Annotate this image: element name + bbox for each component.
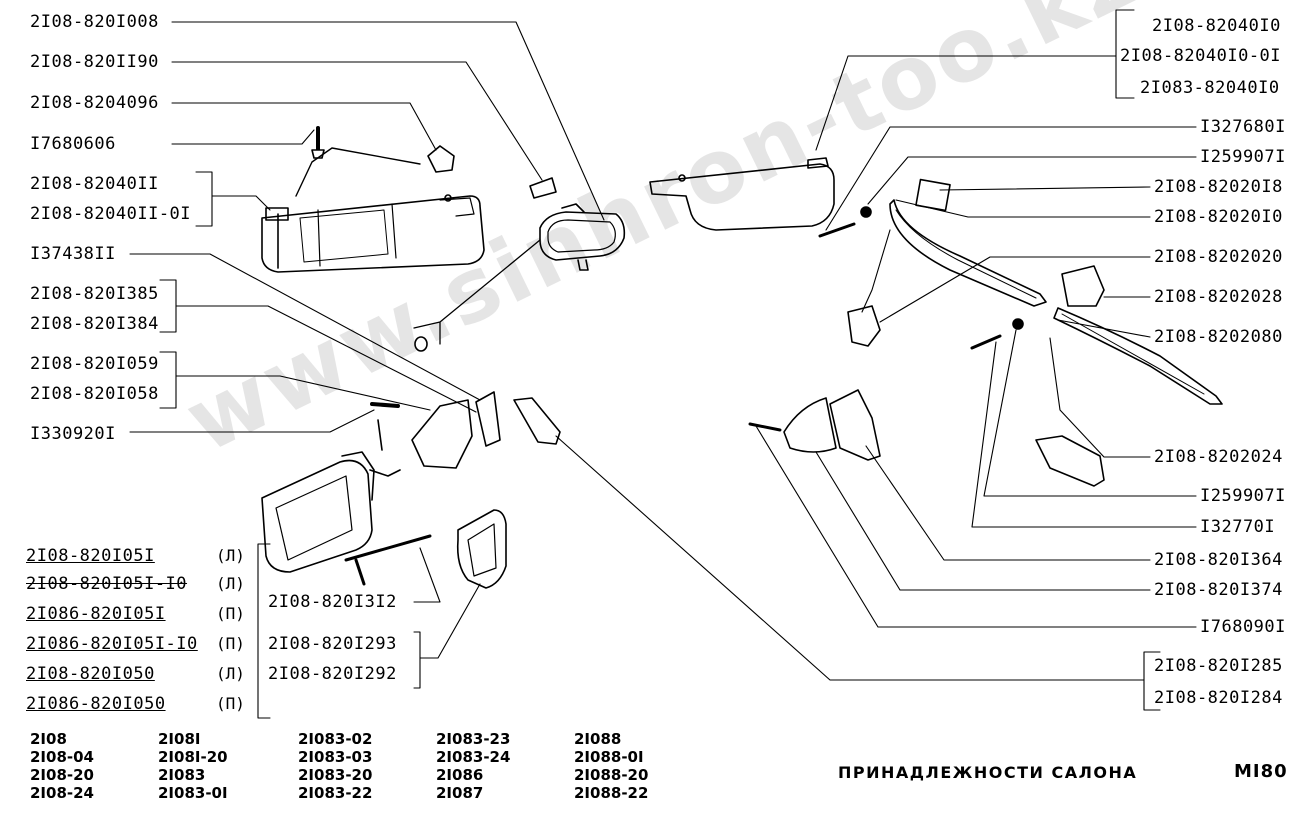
model: 2I08I-20 [158,748,228,766]
part-label-2108-8201059: 2I08-820I059 [30,354,159,374]
model: 2I08 [30,730,67,748]
part-label-2108-8201364: 2I08-820I364 [1154,550,1283,570]
side-right-1: (П) [216,604,245,623]
right-sun-visor [649,157,835,231]
handle-screw [970,334,1002,350]
page-title: ПРИНАДЛЕЖНОСТИ САЛОНА [838,763,1138,782]
mirror-seal-ring [414,336,428,352]
part-label-2108-8201050: 2I08-820I050 [26,664,155,684]
model: 2I08-20 [30,766,94,784]
nut-upper [860,206,872,218]
model: 2I083-0I [158,784,228,802]
part-label-2108-8201292: 2I08-820I292 [268,664,397,684]
right-visor-screw [818,222,856,238]
part-label-2108-8202028: 2I08-8202028 [1154,287,1283,307]
part-label-2108-8204010: 2I08-82040I0 [1152,16,1281,36]
model: 2I083-24 [436,748,511,766]
part-label-2108-8202018: 2I08-82020I8 [1154,177,1283,197]
part-label-17680901: I768090I [1200,617,1286,637]
model: 2I088-22 [574,784,649,802]
models-column-2: 2I08I 2I08I-20 2I083 2I083-0I [158,730,228,802]
side-right-3: (П) [216,694,245,713]
part-label-13743811: I37438II [30,244,116,264]
part-label-2108-8201374: 2I08-820I374 [1154,580,1283,600]
left-sun-visor [261,194,485,273]
models-column-4: 2I083-23 2I083-24 2I086 2I087 [436,730,510,802]
model: 2I083 [158,766,206,784]
part-label-2108-8204010-01: 2I08-82040I0-0I [1120,46,1282,66]
model: 2I088-20 [574,766,649,784]
grab-handle-rear [1035,307,1223,487]
part-label-2108-8204011-01: 2I08-82040II-0I [30,204,192,224]
side-left-3: (Л) [216,664,245,683]
exterior-mirror [261,451,432,586]
part-label-21083-8204010: 2I083-82040I0 [1140,78,1280,98]
side-right-2: (П) [216,634,245,653]
mirror-inner-cover [783,397,837,453]
part-label-2108-8201058: 2I08-820I058 [30,384,159,404]
model: 2I083-03 [298,748,373,766]
model: 2I083-20 [298,766,373,784]
part-label-21086-8201050: 2I086-820I050 [26,694,166,714]
page-number: MI80 [1234,761,1288,782]
part-label-2108-8201284: 2I08-820I284 [1154,688,1283,708]
part-label-21086-8201051-10: 2I086-820I05I-I0 [26,634,198,654]
interior-rear-view-mirror [539,203,626,271]
part-label-2108-8201008: 2I08-820I008 [30,12,159,32]
models-column-5: 2I088 2I088-0I 2I088-20 2I088-22 [574,730,648,802]
part-label-2108-8204096: 2I08-8204096 [30,93,159,113]
part-label-17680606: I7680606 [30,134,116,154]
part-label-13276801: I327680I [1200,117,1286,137]
exterior-mirror-cover [456,509,507,589]
part-label-2108-8201190: 2I08-820II90 [30,52,159,72]
model: 2I083-23 [436,730,511,748]
nut-lower [1012,318,1024,330]
mirror-inner-bracket [829,389,881,461]
model: 2I08-04 [30,748,94,766]
part-label-12599071-upper: I259907I [1200,147,1286,167]
part-label-2108-8202010: 2I08-82020I0 [1154,207,1283,227]
part-label-2108-8201293: 2I08-820I293 [268,634,397,654]
model: 2I088-0I [574,748,644,766]
part-label-2108-8202020: 2I08-8202020 [1154,247,1283,267]
model: 2I083-22 [298,784,373,802]
model: 2I088 [574,730,622,748]
model: 2I087 [436,784,484,802]
part-label-2108-8201385: 2I08-820I385 [30,284,159,304]
part-label-2108-8204011: 2I08-82040II [30,174,159,194]
models-column-1: 2I08 2I08-04 2I08-20 2I08-24 [30,730,94,802]
rear-view-mirror-pad [529,177,557,199]
part-label-12599071-lower: I259907I [1200,486,1286,506]
part-label-2108-8201051-10: 2I08-820I05I-I0 [26,574,188,594]
part-label-2108-8202080: 2I08-8202080 [1154,327,1283,347]
part-label-2108-8201051: 2I08-820I05I [26,546,155,566]
part-label-2108-8202024: 2I08-8202024 [1154,447,1283,467]
model: 2I083-02 [298,730,373,748]
visor-clip-left [427,145,455,173]
part-label-2108-8201312: 2I08-820I3I2 [268,592,397,612]
exterior-mirror-mount [370,391,561,469]
model: 2I08-24 [30,784,94,802]
grab-handle-front [847,178,1105,347]
part-label-2108-8201384: 2I08-820I384 [30,314,159,334]
model: 2I086 [436,766,484,784]
part-label-2108-8201285: 2I08-820I285 [1154,656,1283,676]
side-left-2: (Л) [216,574,245,593]
part-label-21086-8201051: 2I086-820I05I [26,604,166,624]
side-left-1: (Л) [216,546,245,565]
left-visor-screw [311,126,325,159]
models-column-3: 2I083-02 2I083-03 2I083-20 2I083-22 [298,730,372,802]
part-label-13309201: I330920I [30,424,116,444]
model: 2I08I [158,730,201,748]
part-label-13277101: I32770I [1200,517,1276,537]
